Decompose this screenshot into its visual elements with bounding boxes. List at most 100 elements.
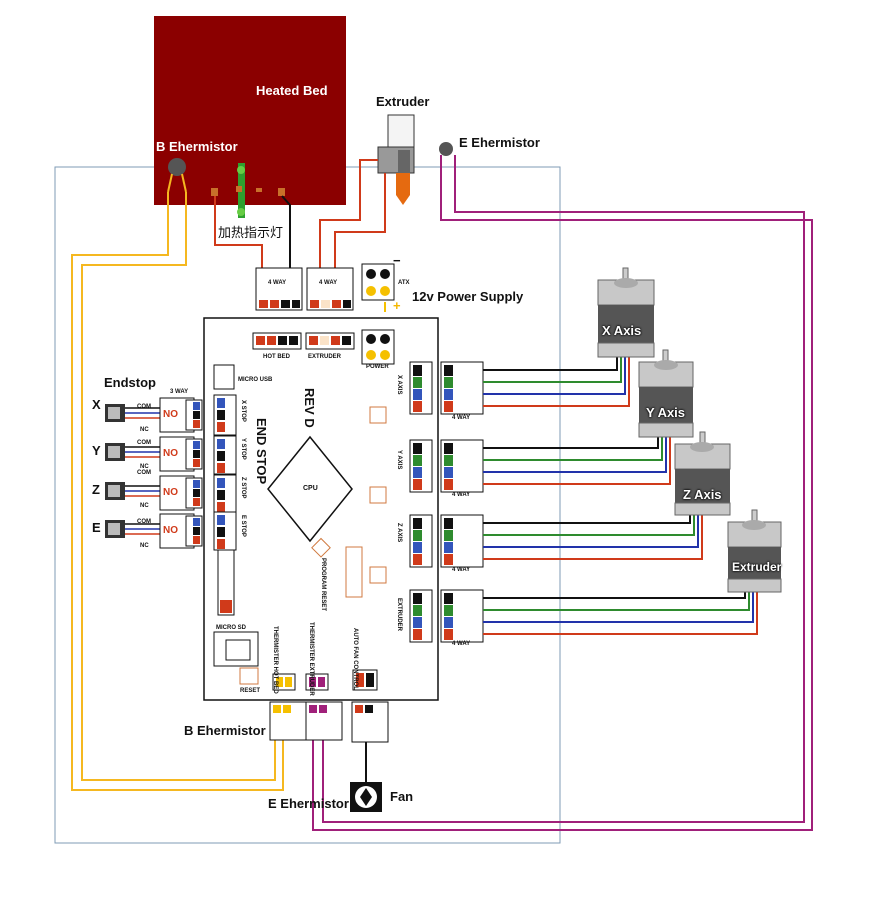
therm-extruder-label: THERMISTER EXTRUDER: [308, 622, 314, 696]
four-way-side-3: 4 WAY: [452, 567, 471, 573]
board-strip: [345, 546, 363, 598]
end-stop-label: END STOP: [254, 418, 269, 485]
x-stop-connector: [213, 394, 237, 436]
nc-label-x: NC: [140, 427, 149, 433]
x-axis-motor: [597, 267, 655, 358]
pad-1: [369, 406, 387, 424]
pad-2: [369, 486, 387, 504]
no-label-z: NO: [163, 487, 178, 498]
endstop-x: [105, 397, 203, 433]
b-thermistor-icon: [167, 158, 187, 193]
nc-label-y: NC: [140, 464, 149, 470]
b-thermistor-label-top: B Ehermistor: [156, 139, 238, 154]
therm-hotbed-connector: [272, 673, 296, 691]
b-thermistor-label-bottom: B Ehermistor: [184, 723, 266, 738]
y-axis-driver: [409, 439, 484, 493]
extruder-motor: [727, 509, 782, 593]
auto-fan-label: AUTO FAN CONTROL: [352, 628, 358, 690]
x-axis-motor-label: X Axis: [602, 323, 642, 338]
com-label-e: COM: [137, 519, 151, 525]
heated-bed-label: Heated Bed: [256, 83, 328, 98]
three-way-label: 3 WAY: [170, 389, 189, 395]
endstop-z-letter: Z: [92, 482, 100, 497]
no-label-y: NO: [163, 448, 178, 459]
e-stop-label: E STOP: [240, 515, 246, 537]
z-axis-motor: [674, 431, 731, 516]
y-stop-connector: [213, 435, 237, 475]
reset-label: RESET: [240, 688, 261, 694]
nc-label-z: NC: [140, 503, 149, 509]
extruder-label: Extruder: [376, 94, 430, 109]
power-label: POWER: [366, 364, 389, 370]
no-label-x: NO: [163, 409, 178, 420]
auto-fan-connector: [352, 669, 378, 691]
four-way-side-4: 4 WAY: [452, 641, 471, 647]
minus-label: −: [393, 253, 401, 268]
motor-wires-z: [483, 515, 703, 560]
therm-hotbed-label: THERMISTER HOT BED: [272, 626, 278, 694]
micro-usb-port: [213, 364, 235, 390]
bed-terminal-left: [211, 188, 218, 196]
extruder-driver: [409, 589, 484, 643]
motor-wires-y: [483, 437, 671, 485]
z-axis-driver: [409, 514, 484, 568]
atx-label: ATX: [398, 280, 410, 286]
y-axis-motor: [638, 349, 694, 438]
plus-label: +: [393, 298, 401, 313]
com-label-z: COM: [137, 470, 151, 476]
extruder-conn-label: EXTRUDER: [308, 354, 342, 360]
extruder-4way-connector: [306, 267, 354, 311]
micro-usb-label: MICRO USB: [238, 377, 273, 383]
heated-bed: [154, 16, 346, 205]
y-axis-conn-label: Y AXIS: [396, 450, 402, 470]
cpu-label: CPU: [303, 485, 318, 492]
z-axis-conn-label: Z AXIS: [396, 523, 402, 543]
endstop-y: [105, 436, 203, 472]
four-way-label-1: 4 WAY: [268, 280, 287, 286]
four-way-label-2: 4 WAY: [319, 280, 338, 286]
program-reset-label: PROGRAM RESET: [320, 558, 326, 612]
e-thermistor-label-bottom: E Ehermistor: [268, 796, 349, 811]
x-stop-label: X STOP: [240, 400, 246, 422]
endstop-e-letter: E: [92, 520, 101, 535]
therm-extruder-connector: [305, 673, 329, 691]
y-axis-motor-label: Y Axis: [646, 405, 686, 420]
bed-4way-connector: [255, 267, 303, 311]
fan-icon: [350, 782, 382, 812]
wire-e-thermistor-outer: [312, 155, 813, 831]
bed-terminal-right: [278, 188, 285, 196]
power-connector: [361, 329, 395, 365]
x-axis-conn-label: X AXIS: [396, 375, 402, 395]
y-stop-label: Y STOP: [240, 438, 246, 460]
wire-extruder-red-a: [319, 159, 378, 268]
pad-3: [369, 566, 387, 584]
endstop-x-letter: X: [92, 397, 101, 412]
motor-wires-extruder: [483, 592, 758, 635]
hot-bed-label: HOT BED: [263, 354, 290, 360]
z-axis-motor-label: Z Axis: [683, 487, 722, 502]
extruder-axis-conn-label: EXTRUDER: [396, 598, 402, 632]
endstop-z: [105, 475, 203, 511]
wire-e-thermistor-inner: [322, 155, 805, 823]
b-thermistor-2way: [269, 701, 307, 741]
power-supply-label: 12v Power Supply: [412, 289, 524, 304]
atx-connector: [361, 263, 395, 312]
endstop-title: Endstop: [104, 375, 156, 390]
x-axis-driver: [409, 361, 484, 415]
wire-extruder-red-b: [334, 173, 386, 268]
e-stop-connector: [213, 511, 237, 551]
extruder-connector: [305, 332, 355, 350]
wire-b-thermistor-inner: [81, 192, 276, 781]
heat-indicator-label: 加热指示灯: [218, 225, 284, 240]
wire-b-thermistor-outer: [71, 192, 284, 791]
motor-wires-x: [483, 357, 630, 407]
e-thermistor-icon: [439, 142, 453, 156]
hotbed-connector: [252, 332, 302, 350]
cpu-chip: [267, 435, 353, 543]
micro-sd-label: MICRO SD: [216, 625, 246, 631]
no-label-e: NO: [163, 525, 178, 536]
fan-label: Fan: [390, 789, 414, 804]
extruder-icon: [377, 114, 415, 205]
e-thermistor-label-top: E Ehermistor: [459, 135, 540, 150]
